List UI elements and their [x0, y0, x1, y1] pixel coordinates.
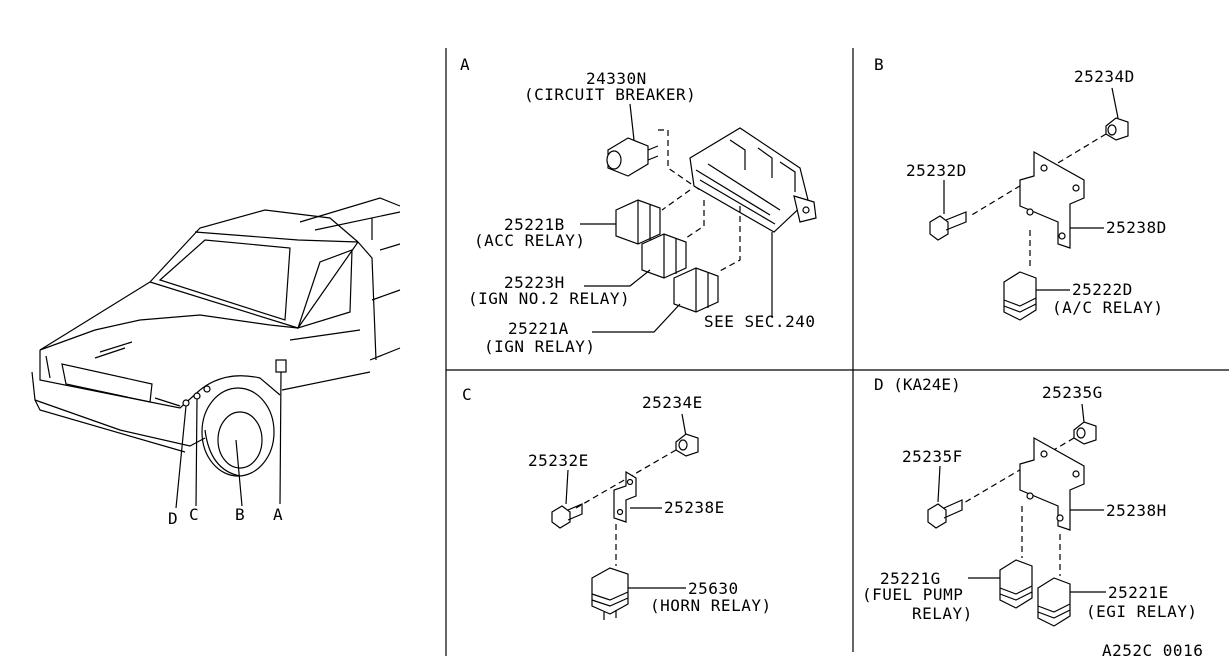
clip-nut-25234d — [1105, 117, 1129, 141]
part-25232e-code: 25232E — [528, 451, 589, 470]
section-d: D (KA24E) 25235G 25238H 25235F — [862, 375, 1197, 627]
ign-no2-relay-part — [641, 233, 687, 279]
callout-c: C — [189, 505, 199, 524]
part-25222d-desc: (A/C RELAY) — [1052, 298, 1163, 317]
section-a: A 24330N (CIRCUIT BREAKER) — [460, 55, 817, 356]
acc-relay-part — [615, 199, 661, 245]
clip-nut-25234e — [675, 433, 699, 457]
bracket-25238e — [613, 470, 637, 523]
part-25221b-code: 25221B — [504, 215, 565, 234]
part-25221g-desc2: RELAY) — [912, 604, 973, 623]
part-25630-code: 25630 — [688, 579, 739, 598]
part-25221a-code: 25221A — [508, 319, 569, 338]
clip-nut-25235g — [1073, 421, 1097, 445]
part-25232d-code: 25232D — [906, 161, 967, 180]
callout-a: A — [273, 505, 283, 524]
part-25221e-code: 25221E — [1108, 583, 1169, 602]
part-25235f-code: 25235F — [902, 447, 963, 466]
part-25221e-desc: (EGI RELAY) — [1086, 602, 1197, 621]
callout-b: B — [235, 505, 245, 524]
callout-d: D — [168, 509, 178, 528]
part-25223h-desc: (IGN NO.2 RELAY) — [468, 289, 630, 308]
relay-block-part — [689, 127, 817, 318]
part-24330n-code: 24330N — [586, 69, 647, 88]
part-25235g-code: 25235G — [1042, 383, 1103, 402]
section-d-label: D (KA24E) — [874, 375, 961, 394]
part-25630-desc: (HORN RELAY) — [650, 596, 772, 615]
panel-dividers — [445, 48, 1229, 656]
ac-relay-part — [1003, 271, 1037, 321]
part-25221g-code: 25221G — [880, 569, 941, 588]
part-25234e-code: 25234E — [642, 393, 703, 412]
section-b-label: B — [874, 55, 884, 74]
part-25221a-desc: (IGN RELAY) — [484, 337, 595, 356]
section-c-label: C — [462, 385, 472, 404]
circuit-breaker-part — [606, 137, 659, 177]
bolt-25235f — [927, 499, 963, 529]
fuel-pump-relay-part — [999, 559, 1033, 609]
truck-illustration: D C B A — [31, 197, 401, 528]
see-section-note: SEE SEC.240 — [704, 312, 815, 331]
bracket-25238h — [1019, 436, 1085, 531]
part-25223h-code: 25223H — [504, 273, 565, 292]
part-25221b-desc: (ACC RELAY) — [474, 231, 585, 250]
part-24330n-desc: (CIRCUIT BREAKER) — [524, 85, 696, 104]
part-25238e-code: 25238E — [664, 498, 725, 517]
part-25238h-code: 25238H — [1106, 501, 1167, 520]
bolt-25232d — [929, 211, 967, 241]
bolt-25232e — [551, 503, 583, 529]
part-25221g-desc: (FUEL PUMP — [862, 585, 963, 604]
diagram-code: A252C 0016 — [1102, 641, 1203, 660]
horn-relay-part — [591, 567, 629, 620]
part-25238d-code: 25238D — [1106, 218, 1167, 237]
section-c: C 25234E 25238E 25232E 256 — [462, 385, 772, 620]
bracket-25238d — [1019, 150, 1085, 249]
egi-relay-part — [1037, 577, 1071, 627]
section-a-label: A — [460, 55, 470, 74]
section-b: B 25234D 25238D 25232D — [874, 55, 1167, 321]
part-25222d-code: 25222D — [1072, 280, 1133, 299]
ign-relay-part — [673, 267, 719, 313]
part-25234d-code: 25234D — [1074, 67, 1135, 86]
